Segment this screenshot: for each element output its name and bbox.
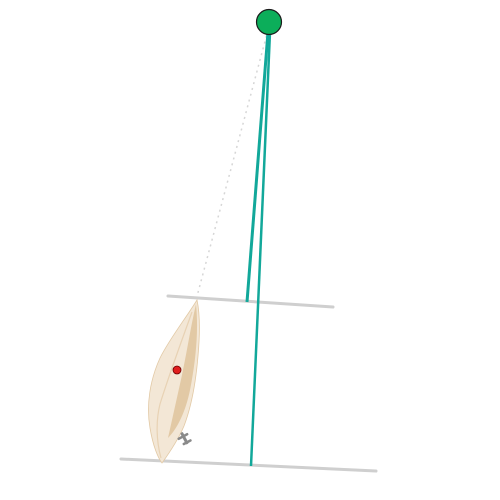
aim-dotted-line <box>195 29 269 301</box>
upper-shelf <box>166 294 335 309</box>
anchor-ball[interactable] <box>255 8 283 36</box>
husk-body <box>148 298 200 464</box>
hook-icon <box>177 432 192 446</box>
object-marker-dot <box>172 365 182 375</box>
lower-shelf <box>119 457 378 473</box>
husk-ridge <box>156 311 193 459</box>
rope-long <box>249 31 272 467</box>
husk-shade <box>168 304 198 438</box>
rope-short <box>245 31 270 303</box>
corn-husk-icon[interactable] <box>148 298 200 464</box>
